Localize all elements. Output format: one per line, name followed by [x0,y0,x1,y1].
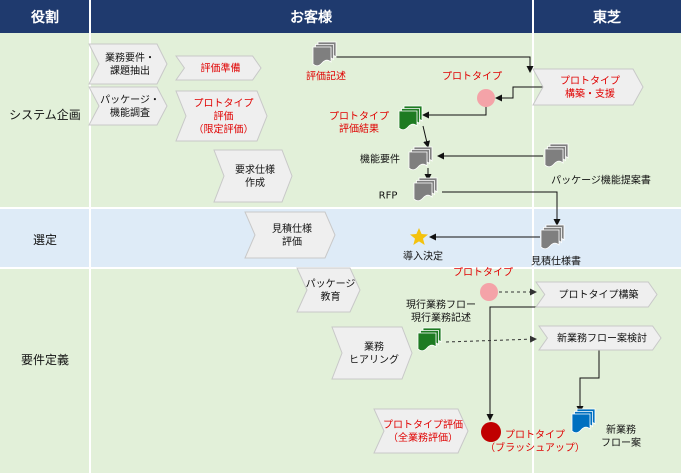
step-requirement-spec: 要求仕様作成 [213,149,293,203]
doc-prototype-result-icon [398,105,423,131]
arrow-eval-record-to-prototype-build [336,56,534,73]
doc-function-requirements-icon [408,146,433,171]
step-label: プロトタイプ構築・支援 [560,75,620,100]
labels: 評価記述プロトタイププロトタイプ評価結果機能要件RFPパッケージ機能提案書見積仕… [306,70,651,455]
header-toshiba: 東芝 [593,9,621,26]
documents [312,41,596,434]
step-business-requirements: 業務要件・課題抽出 [88,43,168,85]
connectors [336,56,600,421]
doc-new-flow-icon [571,408,596,434]
step-business-hearing: 業務ヒアリング [331,326,413,380]
step-estimate-eval: 見積仕様評価 [244,211,336,259]
label-new-flow: 新業務フロー案 [601,423,641,449]
step-prototype-eval-limited: プロトタイプ評価（限定評価） [175,90,268,142]
label-decision: 導入決定 [403,250,443,263]
label-prototype-result: プロトタイプ評価結果 [329,110,389,135]
step-label: パッケージ教育 [306,278,356,303]
label-function-requirements: 機能要件 [360,153,400,166]
doc-current-flow-icon [417,327,442,352]
step-label: 新業務フロー案検討 [557,332,647,345]
label-package-proposal: パッケージ機能提案書 [551,174,651,187]
step-package-research: パッケージ・機能調査 [88,86,168,126]
prototype-circle-2 [480,283,498,301]
phase-system-planning: システム企画 [9,107,81,122]
label-prototype-2: プロトタイプ [453,267,513,279]
header-role: 役割 [31,9,59,26]
arrow-new-flow-review-to-new-flow [576,349,600,413]
step-label: 見積仕様評価 [272,222,312,248]
header-customer: お客様 [290,9,333,26]
label-prototype-1: プロトタイプ [442,71,502,83]
step-prototype-build: プロトタイプ構築 [535,281,658,308]
doc-eval-record-icon [312,41,337,67]
star-icon [410,228,428,245]
doc-package-proposal-icon [544,143,569,168]
prototype-circle-brushup [481,422,501,442]
phase-requirements: 要件定義 [21,352,69,367]
doc-rfp-icon [413,177,438,202]
step-label: 業務ヒアリング [349,340,399,366]
prototype-circle-1 [477,89,495,107]
step-evaluation-prep: 評価準備 [175,55,262,81]
step-label: プロトタイプ評価（全業務評価） [383,418,463,444]
label-estimate-spec: 見積仕様書 [531,255,581,268]
step-package-education: パッケージ教育 [296,267,361,313]
label-prototype-brushup: プロトタイプ（ブラッシュアップ） [485,429,585,454]
label-rfp: RFP [379,191,398,202]
step-label: プロトタイプ構築 [559,288,639,301]
step-label: パッケージ・機能調査 [100,94,160,119]
dashed-connectors [445,288,537,343]
step-label: プロトタイプ評価（限定評価） [194,98,254,136]
doc-estimate-spec-icon [540,224,565,250]
arrow-build-to-prototype [495,86,545,102]
header-row: 役割 お客様 東芝 [0,0,681,33]
arrow-build-to-brushup [486,306,540,421]
step-label: 評価準備 [201,62,241,75]
lane-selection [0,208,681,268]
arrow-result-to-function-req [422,125,431,148]
arrow-rfp-to-estimate [442,191,561,226]
phase-selection: 選定 [33,232,57,247]
label-eval-record: 評価記述 [306,70,346,83]
arrow-prototype-to-result [422,104,487,119]
step-prototype-build-support: プロトタイプ構築・支援 [532,68,644,106]
step-prototype-eval-all: プロトタイプ評価（全業務評価） [373,408,469,454]
label-current-flow: 現行業務フロー現行業務記述 [406,298,476,324]
step-label: 要求仕様作成 [235,163,275,189]
step-label: 業務要件・課題抽出 [105,51,155,77]
step-new-flow-review: 新業務フロー案検討 [538,325,662,351]
